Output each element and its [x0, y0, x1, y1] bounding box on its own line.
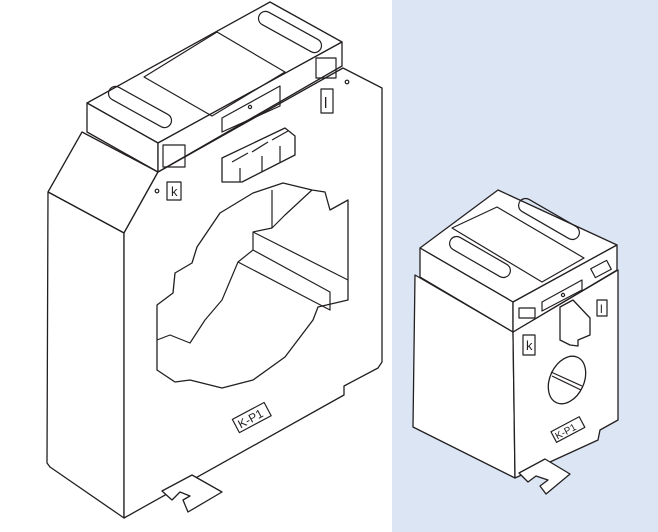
large-mounting-foot [161, 474, 223, 513]
small-slot-right [518, 197, 580, 241]
small-right-clip [590, 259, 612, 279]
small-mounting-foot [518, 458, 571, 495]
large-slot-right [257, 10, 323, 54]
large-side-face [46, 191, 125, 519]
large-window-opening [156, 182, 349, 389]
small-terminal-k-label: k [526, 338, 533, 353]
large-terminal-k-label: k [171, 184, 178, 199]
large-left-clip [162, 144, 186, 168]
small-terminal-l-label: l [600, 302, 603, 316]
small-current-transformer: k l K-P1 [412, 189, 619, 495]
large-terminal-l-label: l [324, 95, 327, 112]
small-terminal-l-box [596, 299, 608, 317]
large-slot-left [107, 85, 173, 129]
large-terminal-block [221, 127, 296, 183]
large-cap-window [143, 31, 286, 117]
large-marking-box [231, 401, 272, 434]
large-terminal-l-box [320, 88, 334, 114]
small-cap-window [451, 206, 585, 283]
small-marking-box [550, 416, 586, 443]
large-cap-front [157, 41, 343, 173]
small-slot-left [449, 235, 511, 279]
large-terminal-k-box [166, 181, 182, 201]
large-right-clip [315, 57, 337, 79]
large-current-transformer: k l K-P1 [46, 1, 383, 519]
small-cap-front [512, 244, 618, 333]
large-label-plate [221, 85, 281, 133]
small-terminal-k-box [522, 334, 536, 356]
small-terminal [559, 299, 591, 347]
small-left-clip [518, 307, 536, 319]
